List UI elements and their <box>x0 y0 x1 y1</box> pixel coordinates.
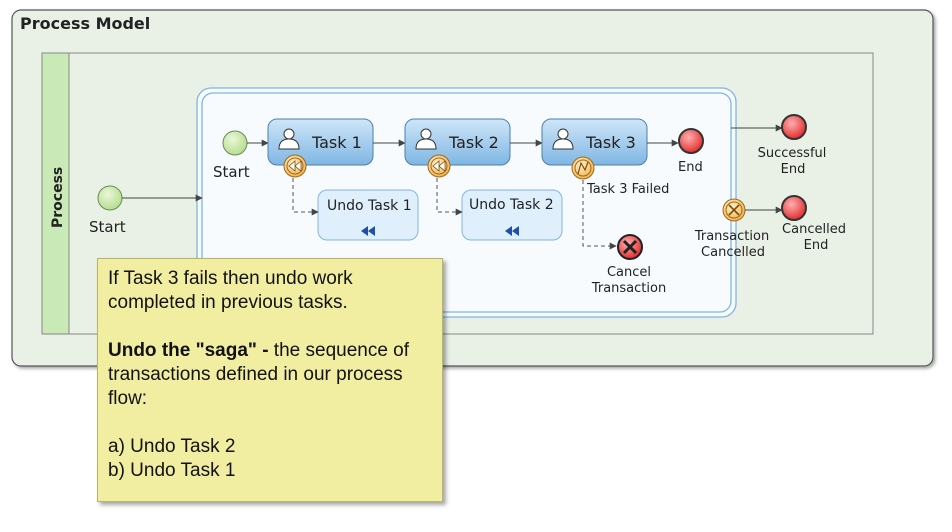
pool-label: Process <box>50 167 66 228</box>
successful-end-label-line2: End <box>781 162 806 177</box>
undo-task-1-label: Undo Task 1 <box>327 198 412 214</box>
note-line: If Task 3 fails then undo work <box>108 268 353 289</box>
compensation-boundary-task1[interactable] <box>283 154 307 178</box>
user-icon <box>278 128 300 150</box>
task-2-label: Task 2 <box>448 133 499 152</box>
inner-end-label: End <box>678 160 703 175</box>
compensation-boundary-task2[interactable] <box>427 154 451 178</box>
pool-header <box>41 52 70 335</box>
user-icon <box>552 128 574 150</box>
compensation-icon <box>361 226 375 236</box>
rewind-icon <box>288 160 302 172</box>
compensation-icon <box>505 226 519 236</box>
task-3-label: Task 3 <box>585 133 636 152</box>
cancel-end-label-line1: Cancel <box>607 265 651 280</box>
undo-task-2[interactable]: Undo Task 2 <box>461 189 563 241</box>
cancelled-end-label-line2: End <box>804 238 829 253</box>
task-1-label: Task 1 <box>311 133 362 152</box>
successful-end-label-line1: Successful <box>758 146 827 161</box>
model-title: Process Model <box>20 14 150 33</box>
cancel-icon <box>728 204 740 216</box>
error-icon <box>577 161 589 175</box>
inner-start-event[interactable] <box>222 130 248 156</box>
task-1[interactable]: Task 1 <box>267 118 374 166</box>
user-icon <box>415 128 437 150</box>
cancel-icon <box>622 239 638 255</box>
error-boundary-task3[interactable] <box>571 156 595 180</box>
outer-start-event[interactable] <box>97 185 123 211</box>
cancel-boundary-label-line1: Transaction <box>694 229 769 244</box>
error-flow-to-cancel <box>582 180 617 250</box>
cancelled-end-event[interactable] <box>781 195 807 221</box>
task-2[interactable]: Task 2 <box>404 118 511 166</box>
note-bold-text: Undo the "saga" - <box>108 340 269 361</box>
task-3[interactable]: Task 3 <box>541 118 648 166</box>
undo-task-2-label: Undo Task 2 <box>469 197 554 213</box>
note-spacer <box>108 411 432 435</box>
undo-task-1[interactable]: Undo Task 1 <box>317 189 419 241</box>
annotation-note[interactable]: If Task 3 fails then undo work completed… <box>97 258 443 502</box>
cancel-end-label-line2: Transaction <box>591 281 666 296</box>
successful-end-event[interactable] <box>781 114 807 140</box>
association-undo-2 <box>436 178 463 216</box>
note-list-item: a) Undo Task 2 <box>108 436 236 457</box>
cancelled-end-label-line1: Cancelled <box>782 222 846 237</box>
cancel-boundary-event[interactable] <box>722 198 746 222</box>
note-list-item: b) Undo Task 1 <box>108 460 236 481</box>
note-line: completed in previous tasks. <box>108 292 348 313</box>
note-spacer <box>108 315 432 339</box>
note-text: the sequence of <box>268 340 410 361</box>
outer-start-label: Start <box>89 218 126 236</box>
error-boundary-label: Task 3 Failed <box>586 182 669 197</box>
rewind-icon <box>432 160 446 172</box>
cancel-boundary-label-line2: Cancelled <box>701 245 765 260</box>
note-line: Undo the "saga" - the sequence of <box>108 339 432 363</box>
cancel-end-event[interactable] <box>617 234 643 260</box>
note-line: transactions defined in our process <box>108 364 403 385</box>
inner-end-event[interactable] <box>678 128 704 154</box>
note-line: flow: <box>108 388 148 409</box>
association-undo-1 <box>292 178 319 216</box>
inner-start-label: Start <box>213 163 250 181</box>
